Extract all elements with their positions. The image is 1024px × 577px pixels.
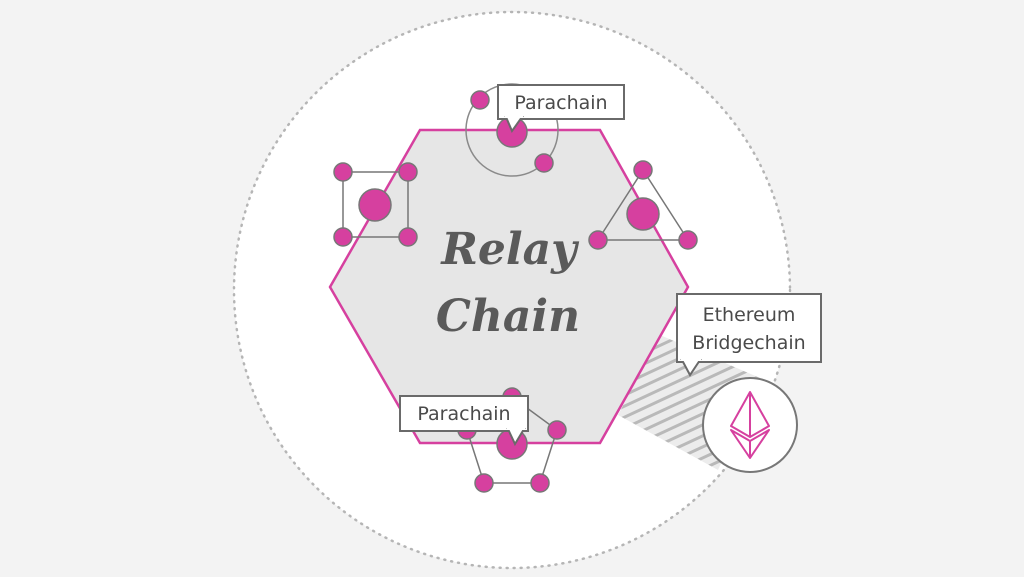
ethereum-label-line2: Bridgechain — [692, 332, 805, 354]
parachain-node — [534, 153, 554, 173]
parachain-node — [333, 162, 353, 182]
parachain-core-node — [358, 188, 392, 222]
parachain-node — [530, 473, 550, 493]
relay-chain-title-line1: Relay — [439, 224, 580, 275]
parachain-node — [633, 160, 653, 180]
parachain-node — [470, 90, 490, 110]
ethereum-logo-icon — [730, 391, 770, 459]
parachain-node — [398, 162, 418, 182]
parachain-node — [474, 473, 494, 493]
parachain-bottom-callout: Parachain — [399, 395, 529, 447]
parachain-triangle-edge — [596, 168, 690, 241]
ethereum-label-line1: Ethereum — [703, 304, 796, 326]
parachain-node — [333, 227, 353, 247]
parachain-square-edge — [342, 171, 409, 238]
ethereum-callout: Ethereum Bridgechain — [676, 293, 822, 377]
parachain-top-label: Parachain — [514, 92, 607, 114]
parachain-bottom-label: Parachain — [417, 403, 510, 425]
parachain-node — [678, 230, 698, 250]
parachain-node — [398, 227, 418, 247]
relay-chain-title-line2: Chain — [436, 291, 580, 342]
ethereum-bridgechain-node — [702, 377, 798, 473]
relay-chain-hexagon — [328, 128, 690, 445]
parachain-node — [547, 420, 567, 440]
parachain-node — [588, 230, 608, 250]
parachain-core-node — [626, 197, 660, 231]
parachain-right — [588, 160, 698, 250]
parachain-top-callout: Parachain — [497, 84, 625, 134]
parachain-left — [333, 162, 418, 247]
